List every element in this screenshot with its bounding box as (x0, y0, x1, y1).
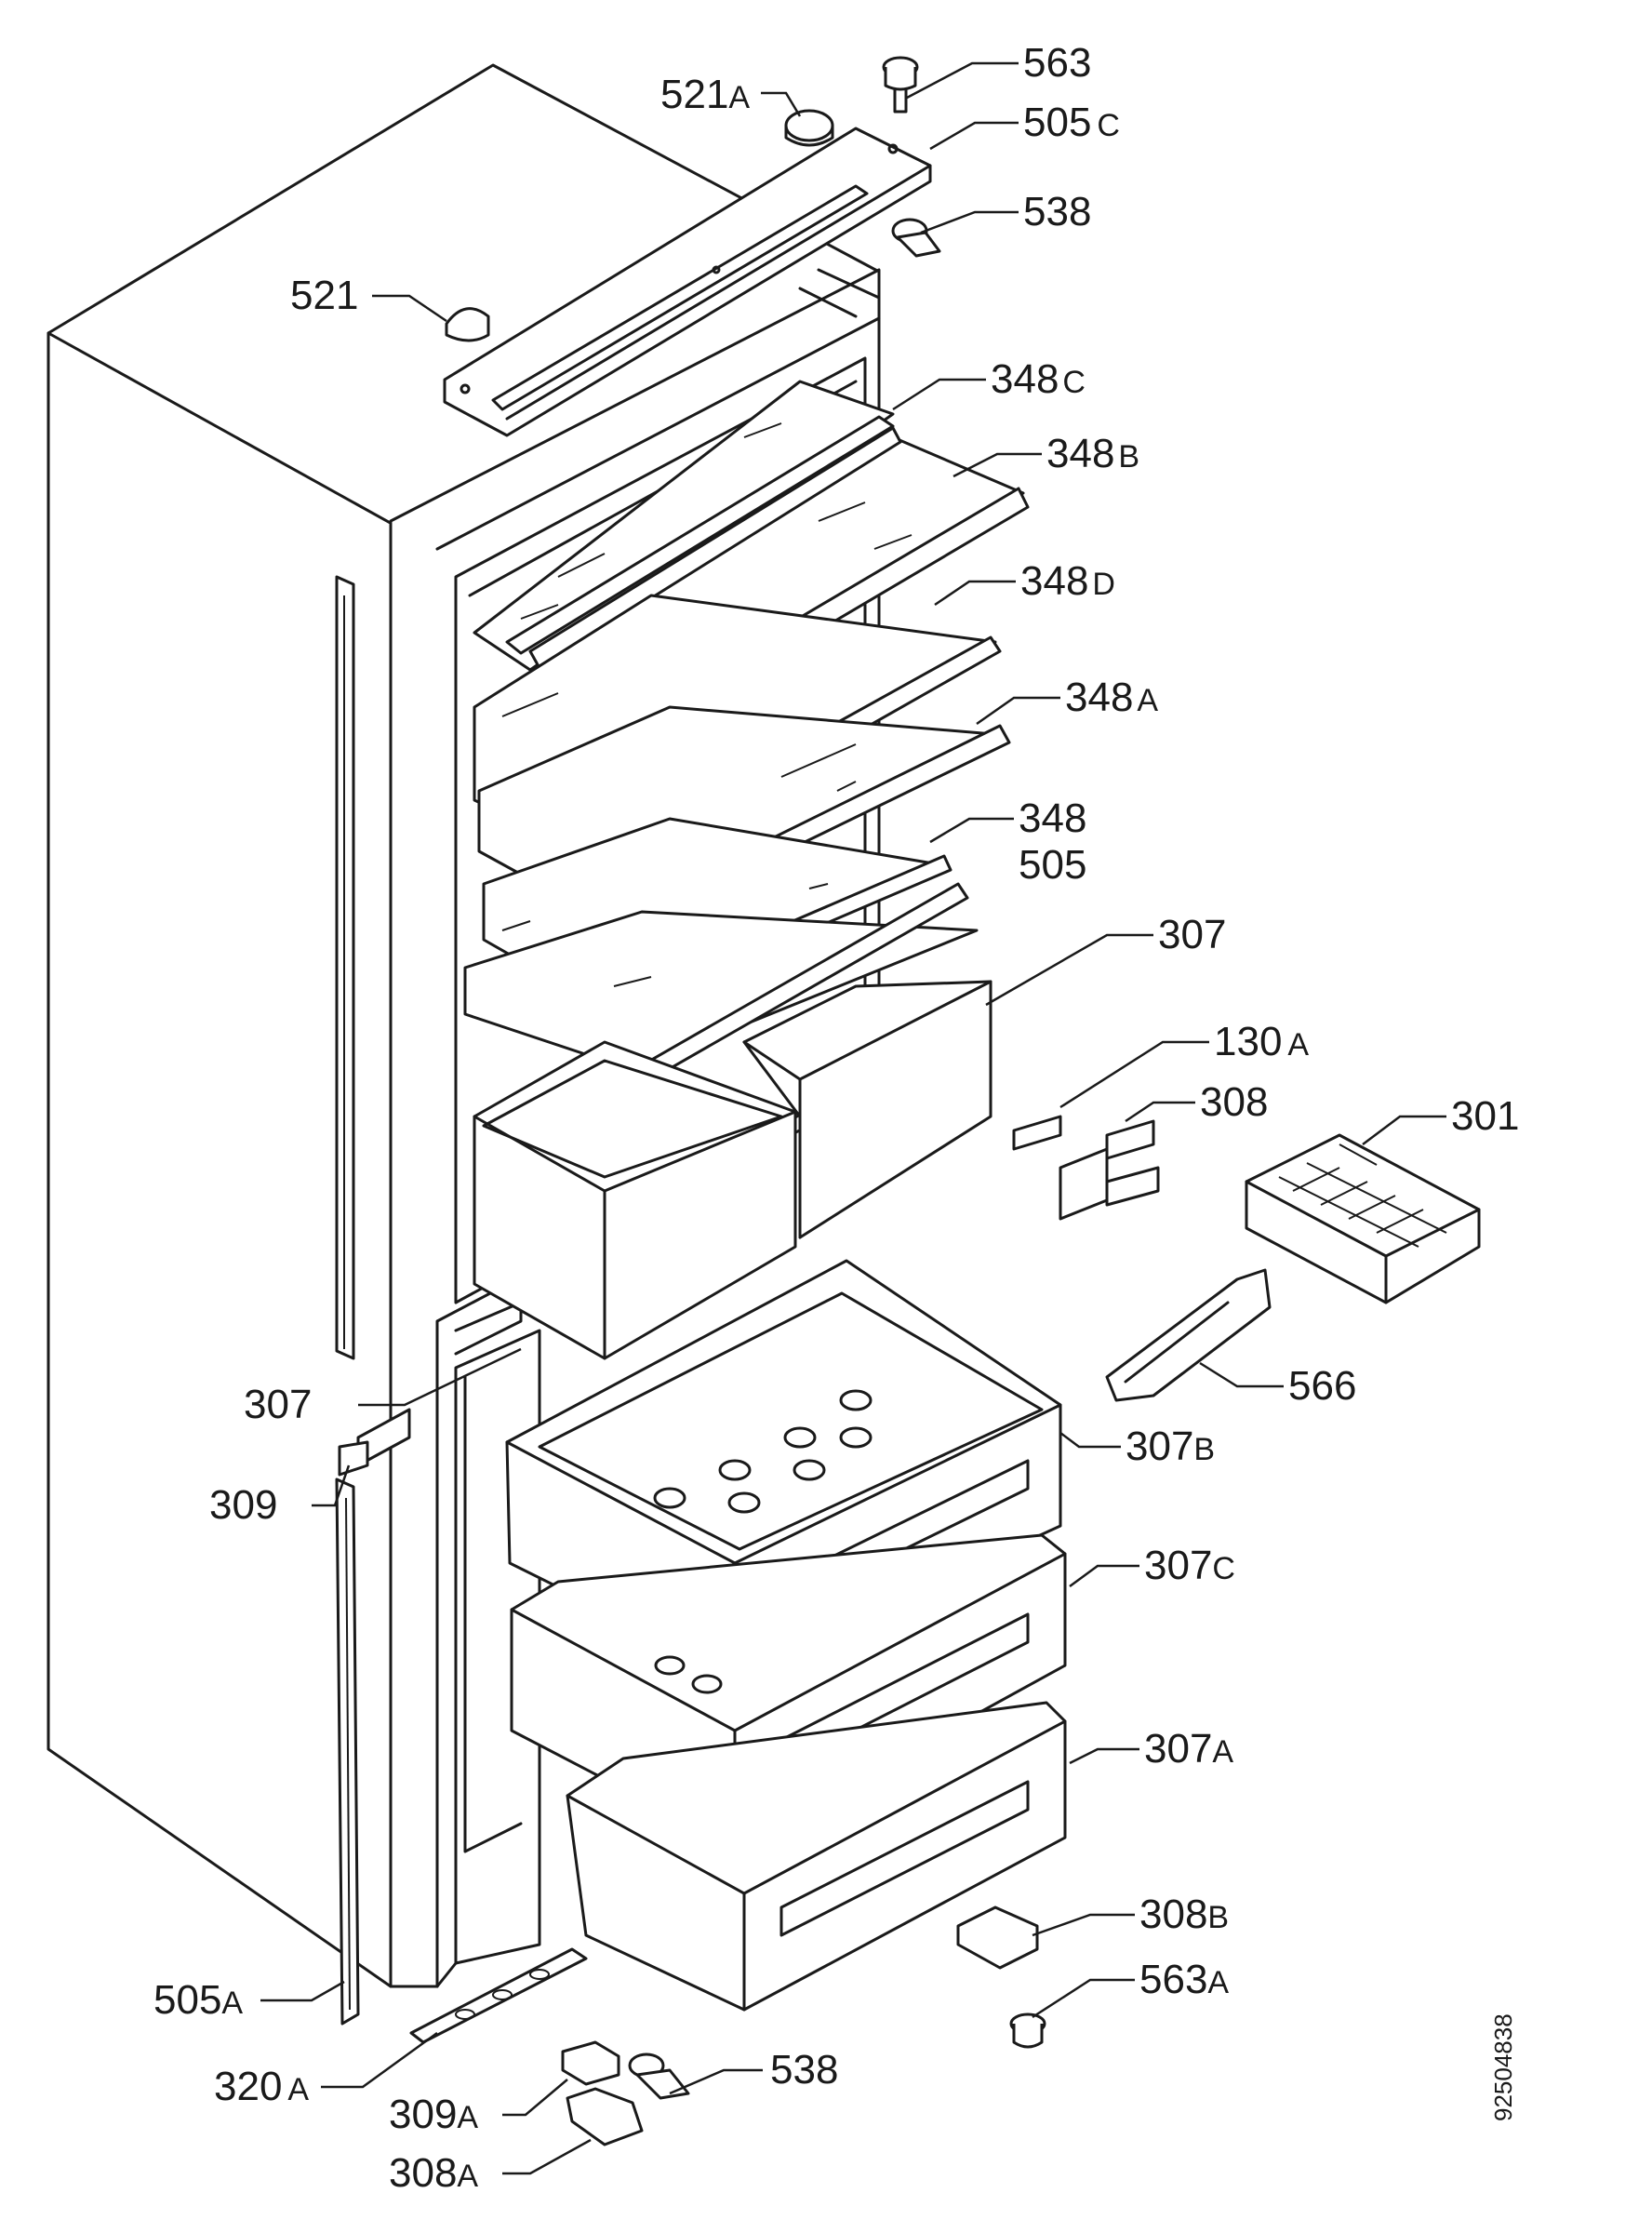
label-505: 505 (1019, 842, 1086, 888)
label-308a: 308A (389, 2150, 478, 2196)
bracket-130a (1012, 1115, 1062, 1151)
label-307-upper: 307 (1158, 912, 1226, 957)
hinge-308 (1059, 1119, 1160, 1221)
label-309a: 309A (389, 2092, 478, 2137)
screw-563 (882, 56, 919, 114)
hinge-538-top (891, 218, 941, 258)
cap-521 (445, 307, 490, 342)
freezer-drawer-307a (566, 1701, 1067, 2012)
label-307a: 307A (1144, 1726, 1233, 1772)
ice-scraper-566 (1105, 1268, 1272, 1402)
label-505a: 505A (153, 1977, 243, 2023)
door-gasket-strip (335, 1478, 360, 2026)
glass-shelf-348c (473, 380, 895, 672)
label-307-lower: 307 (244, 1382, 312, 1427)
top-rail (443, 127, 932, 437)
label-348: 348 (1019, 796, 1086, 841)
hinge-538-bottom (628, 2052, 690, 2100)
label-307c: 307C (1144, 1543, 1235, 1588)
label-521: 521 (290, 273, 358, 318)
label-309: 309 (209, 1482, 277, 1528)
crisper-right-307 (742, 980, 993, 1239)
label-566: 566 (1288, 1363, 1356, 1409)
label-308b: 308B (1139, 1892, 1229, 1937)
leader-lines (260, 61, 1446, 2175)
cap-309a (561, 2040, 620, 2086)
drawing-code: 92504838 (1489, 2013, 1517, 2121)
crisper-left-307 (473, 1040, 797, 1360)
screw-563a (1009, 2012, 1046, 2049)
label-521a: 521A (660, 72, 750, 117)
stop-309 (338, 1408, 411, 1477)
strip-320a (409, 1947, 588, 2044)
glass-shelf-505 (463, 882, 979, 1081)
label-563a: 563A (1139, 1957, 1229, 2002)
label-563: 563 (1023, 40, 1091, 86)
label-301: 301 (1451, 1093, 1519, 1139)
label-307b: 307B (1126, 1424, 1215, 1469)
label-538-bottom: 538 (770, 2047, 838, 2093)
hinge-308b (956, 1905, 1039, 1970)
label-308: 308 (1200, 1079, 1268, 1125)
label-538-top: 538 (1023, 189, 1091, 234)
ice-tray-301 (1245, 1133, 1481, 1304)
hinge-308a (566, 2087, 644, 2146)
hinge-cap-521a (784, 109, 834, 147)
